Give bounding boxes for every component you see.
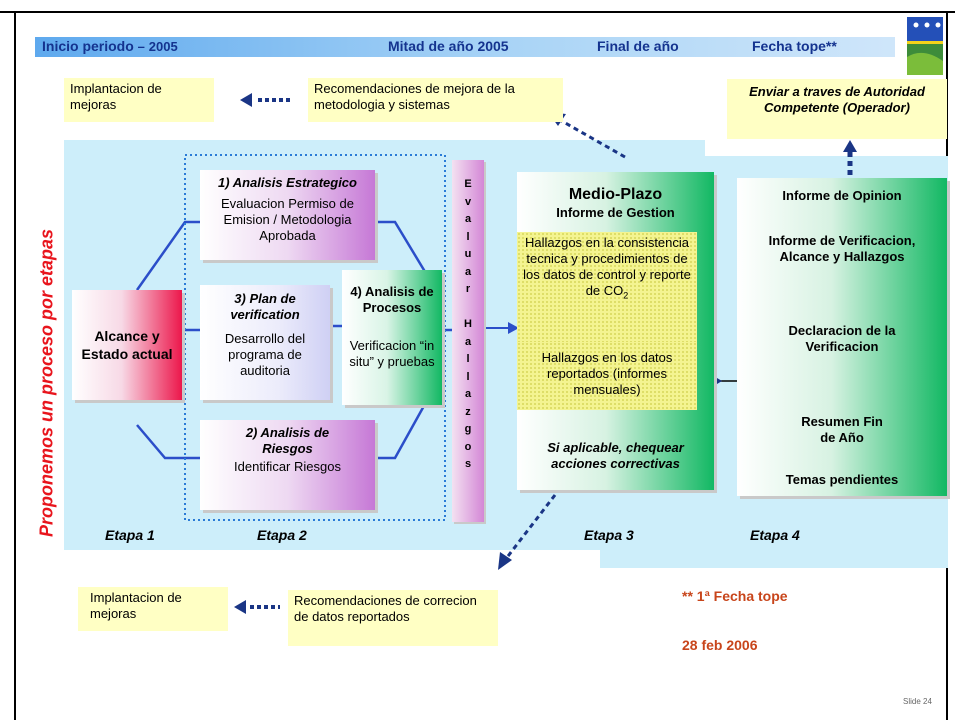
hallazgos-datos-text: Hallazgos en los datos reportados (infor… (541, 350, 673, 397)
timeline-inicio-label: Inicio periodo (42, 38, 134, 54)
fecha-tope-note: ** 1ª Fecha tope (682, 588, 788, 604)
analisis-estrategico-title: 1) Analisis Estrategico (218, 175, 357, 190)
bottom-left-note: Implantacion de mejoras (78, 587, 228, 631)
stage-label: Etapa 4 (750, 527, 800, 543)
plan-verificacion-body: Desarrollo del programa de auditoria (224, 331, 306, 378)
evaluar-hallazgos-letter: u (464, 248, 472, 260)
medio-plazo-hallazgos-datos: Hallazgos en los datos reportados (infor… (517, 342, 697, 410)
evaluar-hallazgos-bar: E v a l u a r H a l l a z g o s (452, 160, 484, 522)
medio-plazo-hallazgos-consistencia: Hallazgos en la consistencia tecnica y p… (517, 232, 697, 354)
final-item: Resumen Fin de Año (801, 414, 883, 445)
alcance-box: Alcance y Estado actual (72, 290, 182, 400)
evaluar-hallazgos-letter: l (466, 370, 470, 383)
evaluar-hallazgos-letter: l (466, 353, 470, 365)
co2-subscript: 2 (623, 290, 629, 301)
evaluar-hallazgos-letter: z (465, 405, 471, 418)
evaluar-hallazgos-letter: H (464, 318, 472, 330)
process-panel-foot (600, 548, 948, 568)
final-item: Declaracion de la Verificacion (788, 323, 896, 354)
analisis-procesos-title: 4) Analisis de Procesos (350, 284, 434, 315)
fecha-tope-date: 28 feb 2006 (682, 637, 758, 653)
stage-label: Etapa 1 (105, 527, 155, 543)
medio-plazo-subtitle: Informe de Gestion (556, 205, 675, 220)
timeline-final: Final de año (597, 38, 679, 54)
top-left-note: Implantacion de mejoras (64, 78, 214, 122)
analisis-estrategico-box: 1) Analisis Estrategico Evaluacion Permi… (200, 170, 375, 260)
evaluar-hallazgos-letter: l (466, 230, 470, 243)
slide-number: Slide 24 (903, 697, 932, 706)
medio-plazo-box: Medio-Plazo Informe de Gestion Hallazgos… (517, 172, 714, 490)
evaluar-hallazgos-letter: g (464, 423, 472, 435)
evaluar-hallazgos-letter: a (464, 388, 472, 400)
timeline-fecha-tope: Fecha tope** (752, 38, 837, 54)
medio-plazo-footer: Si aplicable, chequear acciones correcti… (547, 440, 684, 471)
evaluar-hallazgos-letter: s (464, 458, 472, 470)
timeline-inicio: Inicio periodo – 2005 (42, 38, 178, 54)
evaluar-hallazgos-letter: a (464, 335, 472, 348)
frame-left-line (14, 11, 16, 720)
stage-label: Etapa 3 (584, 527, 634, 543)
final-box: Informe de Opinion Informe de Verificaci… (737, 178, 947, 496)
evaluar-hallazgos-gap (452, 301, 484, 319)
medio-plazo-title: Medio-Plazo (568, 186, 663, 203)
evaluar-hallazgos-letter: v (464, 195, 472, 208)
bottom-mid-note: Recomendaciones de correcion de datos re… (288, 590, 498, 646)
stage-label: Etapa 2 (257, 527, 307, 543)
logo (905, 17, 943, 75)
evaluar-hallazgos-letter: r (465, 283, 471, 295)
evaluar-hallazgos-letter: a (464, 213, 472, 225)
plan-verificacion-title: 3) Plan de verification (230, 291, 300, 322)
timeline-inicio-dash: – (137, 39, 145, 54)
analisis-procesos-box: 4) Analisis de Procesos Verificacion “in… (342, 270, 442, 405)
top-mid-note: Recomendaciones de mejora de la metodolo… (308, 78, 563, 122)
alcance-text: Alcance y Estado actual (81, 328, 173, 362)
evaluar-hallazgos-letter: o (464, 440, 472, 453)
frame-top-line (0, 11, 955, 13)
analisis-riesgos-body: Identificar Riesgos (234, 459, 341, 474)
evaluar-hallazgos-letter: a (464, 265, 472, 278)
analisis-estrategico-body: Evaluacion Permiso de Emision / Metodolo… (221, 196, 354, 243)
timeline-mitad: Mitad de año 2005 (388, 38, 509, 54)
plan-verificacion-box: 3) Plan de verification Desarrollo del p… (200, 285, 330, 400)
top-right-note: Enviar a traves de Autoridad Competente … (727, 79, 947, 139)
final-item: Informe de Opinion (782, 188, 902, 203)
analisis-riesgos-title: 2) Analisis de Riesgos (245, 425, 330, 456)
evaluar-hallazgos-letter: E (464, 178, 472, 190)
hallazgos-consistencia-text: Hallazgos en la consistencia tecnica y p… (523, 235, 691, 298)
final-item: Informe de Verificacion, Alcance y Halla… (768, 233, 916, 264)
timeline-band (35, 37, 895, 57)
analisis-procesos-body: Verificacion “in situ” y pruebas (349, 338, 435, 369)
analisis-riesgos-box: 2) Analisis de Riesgos Identificar Riesg… (200, 420, 375, 510)
final-item: Temas pendientes (785, 472, 899, 487)
timeline-inicio-year: 2005 (148, 39, 178, 54)
